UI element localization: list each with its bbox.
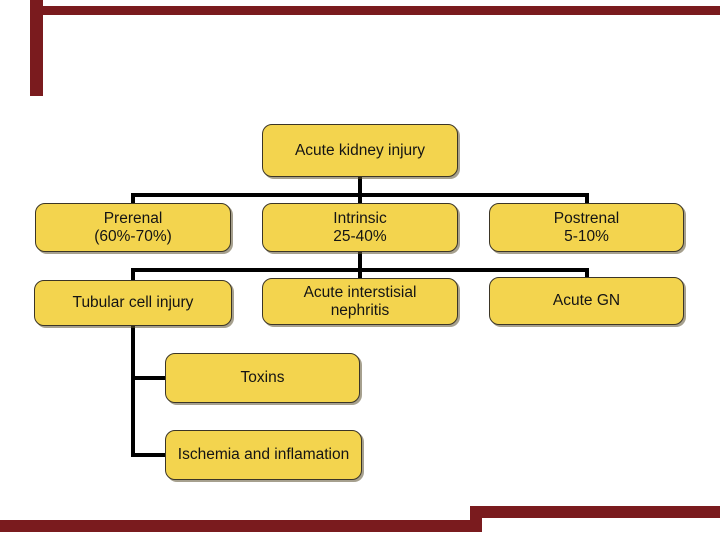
connector-toxins-stub: [133, 376, 167, 380]
node-acute-gn: Acute GN: [489, 277, 684, 325]
accent-top-bar: [30, 6, 720, 15]
connector-intrinsic-down: [358, 252, 362, 280]
connector-tubular-down: [131, 326, 135, 457]
connector-row1-drop-right: [585, 195, 589, 205]
node-acute-kidney-injury: Acute kidney injury: [262, 124, 458, 177]
node-toxins: Toxins: [165, 353, 360, 403]
connector-ischemia-stub: [133, 453, 167, 457]
node-postrenal: Postrenal 5-10%: [489, 203, 684, 252]
node-tubular-cell-injury: Tubular cell injury: [34, 280, 232, 326]
accent-left-bar: [30, 0, 43, 96]
accent-bottom-left-bar: [0, 520, 477, 532]
node-prerenal: Prerenal (60%-70%): [35, 203, 231, 252]
node-intrinsic: Intrinsic 25-40%: [262, 203, 458, 252]
connector-row1-drop-left: [131, 195, 135, 205]
node-ischemia-and-inflammation: Ischemia and inflamation: [165, 430, 362, 480]
connector-root-down: [358, 177, 362, 205]
connector-row2-drop-left: [131, 270, 135, 282]
accent-bottom-right-bar: [470, 506, 720, 518]
node-acute-interstitial-nephritis: Acute interstisial nephritis: [262, 278, 458, 325]
connector-row1-horizontal: [131, 193, 589, 197]
connector-row2-horizontal: [131, 268, 589, 272]
connector-row2-drop-right: [585, 270, 589, 279]
